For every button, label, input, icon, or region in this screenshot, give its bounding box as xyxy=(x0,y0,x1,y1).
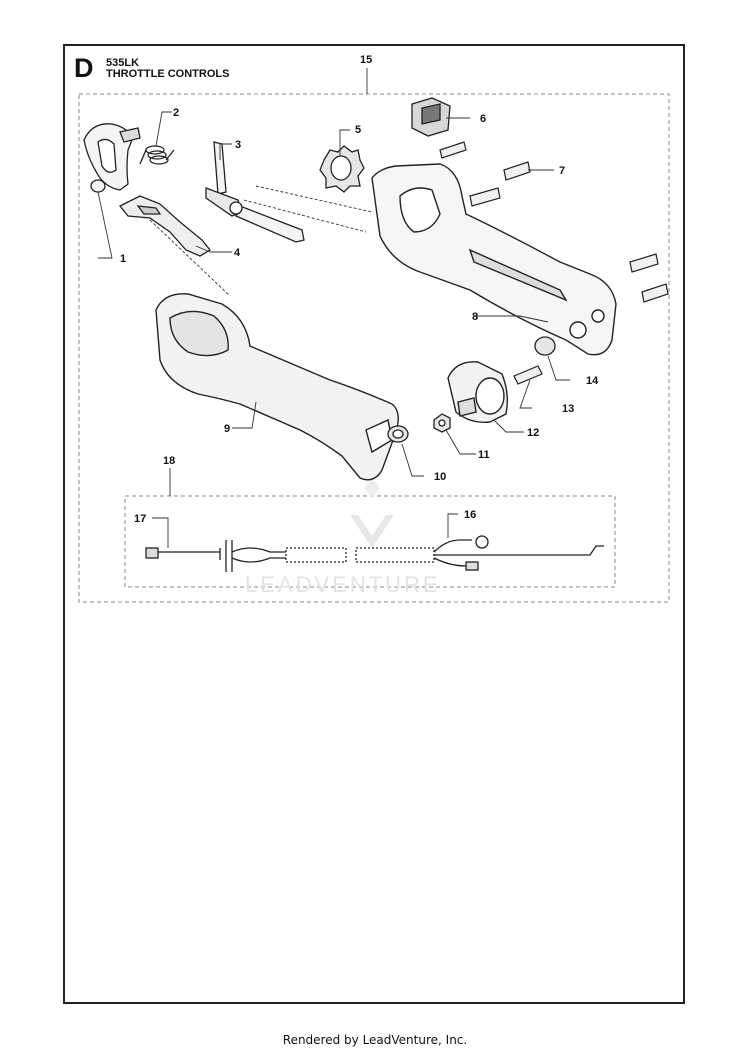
callout-17: 17 xyxy=(134,513,146,525)
callout-14: 14 xyxy=(586,375,599,387)
part-9-handle-cover xyxy=(155,293,399,481)
callout-15: 15 xyxy=(360,54,372,66)
part-4-throttle-lever xyxy=(118,195,211,257)
part-11-nut xyxy=(433,413,451,433)
callout-16: 16 xyxy=(464,509,476,521)
callout-3: 3 xyxy=(235,139,241,151)
part-12-clamp xyxy=(447,361,509,423)
callout-18: 18 xyxy=(163,455,175,467)
part-8-handle-housing xyxy=(371,163,617,356)
part-3-lockout-lever xyxy=(205,141,305,243)
part-10-bushing xyxy=(387,425,409,443)
callout-7: 7 xyxy=(559,165,565,177)
leader-lines xyxy=(97,68,570,548)
watermark-text: LEADVENTURE xyxy=(245,572,441,597)
diagram-frame xyxy=(63,44,685,1004)
callout-4: 4 xyxy=(234,247,241,259)
callout-1: 1 xyxy=(120,253,126,265)
model-number: 535LK xyxy=(106,57,140,69)
callout-6: 6 xyxy=(480,113,486,125)
watermark-logo xyxy=(350,478,394,548)
callout-13: 13 xyxy=(562,403,574,415)
part-14-plug xyxy=(534,336,556,356)
part-17-throttle-cable xyxy=(145,535,604,572)
part-5-damper xyxy=(319,145,365,193)
callout-12: 12 xyxy=(527,427,539,439)
callout-2: 2 xyxy=(173,107,179,119)
callout-9: 9 xyxy=(224,423,230,435)
callout-8: 8 xyxy=(472,311,478,323)
part-6-stop-switch xyxy=(411,97,451,137)
part-2-spring xyxy=(139,145,175,165)
section-title: THROTTLE CONTROLS xyxy=(106,68,230,80)
section-letter: D xyxy=(74,53,94,83)
group-box-15 xyxy=(78,93,670,603)
part-7-screws xyxy=(439,141,669,303)
part-1-throttle-trigger xyxy=(83,123,141,193)
footer-credit: Rendered by LeadVenture, Inc. xyxy=(282,1033,468,1047)
part-13-clamp-screw xyxy=(513,365,543,385)
group-box-18 xyxy=(124,495,616,588)
callout-10: 10 xyxy=(434,471,446,483)
callout-11: 11 xyxy=(478,449,490,461)
callout-5: 5 xyxy=(355,124,361,136)
